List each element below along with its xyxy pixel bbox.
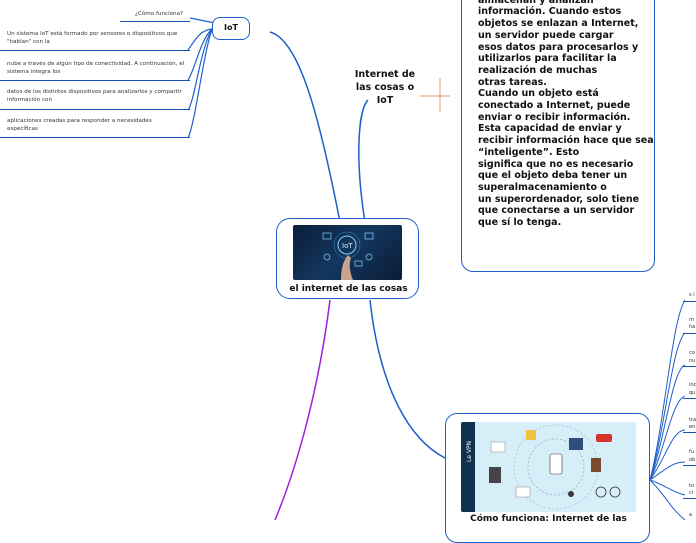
network-illustration-icon: Le VPN <box>461 422 636 512</box>
iot-label: IoT <box>213 18 249 38</box>
right-item: inc <box>689 382 696 389</box>
divider <box>120 21 190 22</box>
right-item: fu <box>689 449 694 456</box>
right-item: qu <box>689 390 695 397</box>
how-image: Le VPN <box>461 422 636 512</box>
central-node[interactable]: IoT el internet de las cosas <box>276 218 419 299</box>
vpn-logo-text: Le VPN <box>466 441 473 462</box>
description-text: incorporados que recopilan, almacenan y … <box>478 0 654 229</box>
list-item: aplicaciones creadas para responder a ne… <box>7 118 172 133</box>
divider <box>0 50 190 51</box>
right-item: tra <box>689 417 696 424</box>
right-item: s i <box>689 292 695 299</box>
iot-node[interactable]: IoT <box>212 17 250 40</box>
divider <box>0 109 190 110</box>
how-it-works-node[interactable]: Le VPN Cómo funciona: Internet de las <box>445 413 650 543</box>
description-box: incorporados que recopilan, almacenan y … <box>461 0 655 272</box>
right-item: m <box>689 317 694 324</box>
divider <box>683 465 696 466</box>
iot-branch-label[interactable]: Internet de las cosas o IoT <box>350 68 420 107</box>
iot-hand-icon: IoT <box>293 225 402 280</box>
right-item: nu <box>689 358 695 365</box>
divider <box>683 301 696 302</box>
how-title: Cómo funciona: Internet de las <box>446 514 651 524</box>
divider <box>0 137 190 138</box>
central-title: el internet de las cosas <box>277 284 420 294</box>
svg-text:IoT: IoT <box>342 242 353 250</box>
divider <box>683 498 696 499</box>
iot-heading: ¿Cómo funciona? <box>135 11 195 19</box>
right-item: a <box>689 512 692 519</box>
divider <box>0 80 190 81</box>
right-item: ci <box>689 490 693 497</box>
list-item: datos de los distintos dispositivos para… <box>7 89 187 104</box>
right-item: en <box>689 424 695 431</box>
right-item: ha <box>689 324 695 331</box>
central-image: IoT <box>293 225 402 280</box>
divider <box>683 333 696 334</box>
divider <box>683 432 696 433</box>
divider <box>683 366 696 367</box>
divider <box>683 398 696 399</box>
list-item: nube a través de algún tipo de conectivi… <box>7 61 187 76</box>
right-item: ob <box>689 457 695 464</box>
right-item: to <box>689 483 694 490</box>
right-item: co <box>689 350 695 357</box>
list-item: Un sistema IoT está formado por sensores… <box>7 31 187 46</box>
